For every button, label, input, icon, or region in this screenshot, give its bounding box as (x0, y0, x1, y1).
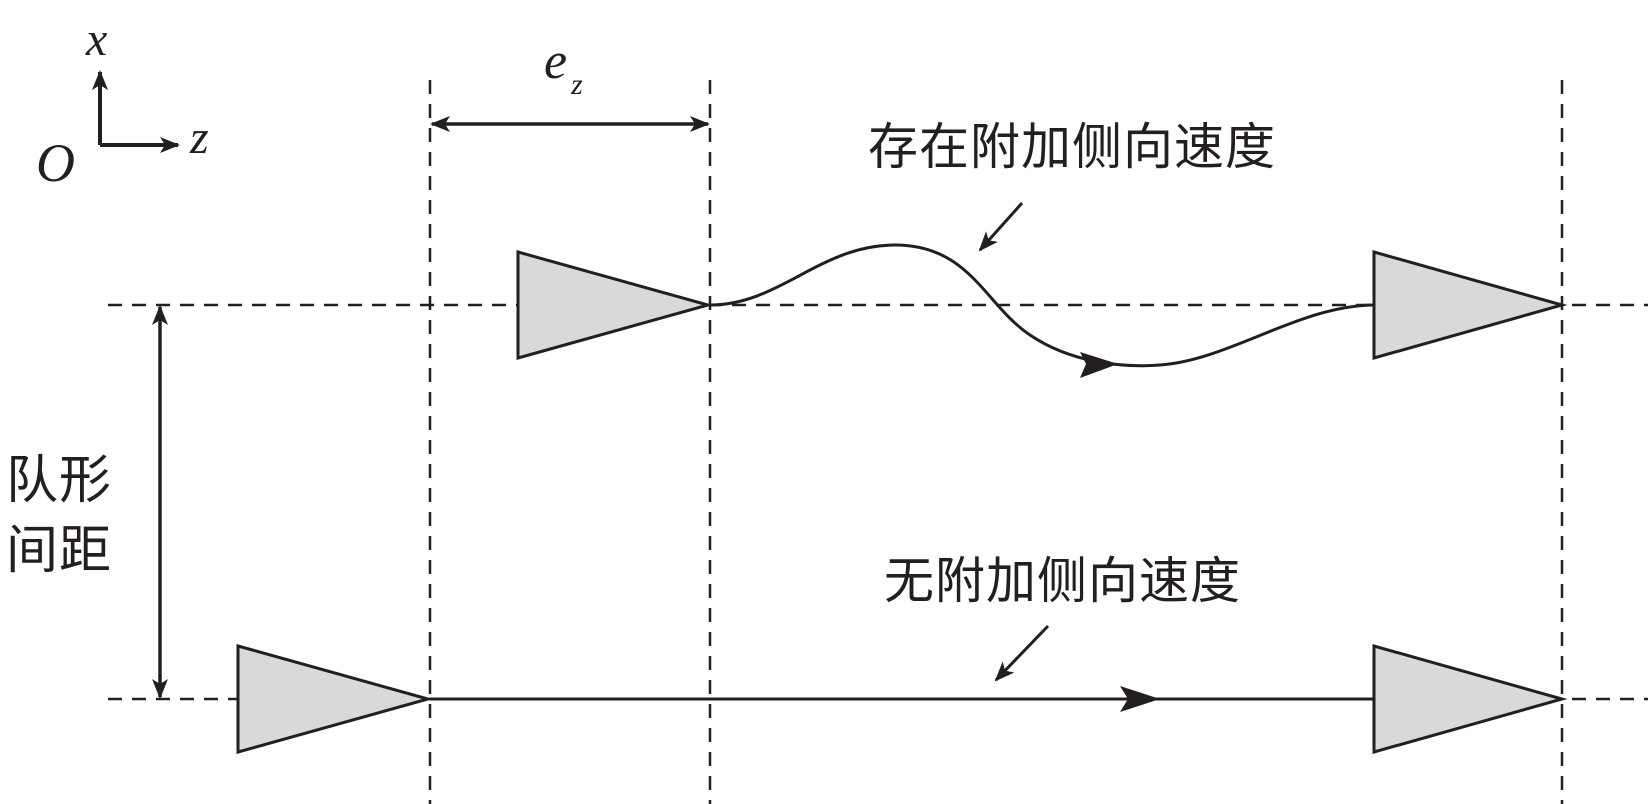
vertical-guides (428, 80, 1564, 804)
with-lateral-velocity-label: 存在附加侧向速度 (868, 118, 1276, 176)
formation-spacing-label: 队形 间距 (6, 446, 112, 586)
offset-label-subscript: z (571, 68, 583, 101)
x-axis-label: x (86, 13, 108, 66)
z-axis-label: z (190, 111, 209, 164)
horizontal-guides (108, 303, 1648, 701)
origin-label: O (36, 133, 75, 193)
without-lateral-velocity-label: 无附加侧向速度 (884, 552, 1241, 610)
formation-spacing-label-line2: 间距 (6, 521, 113, 581)
lateral-trajectory-arrowhead (1080, 352, 1118, 378)
vehicle-upper-leader-triangle (516, 250, 714, 360)
vehicle-upper-follower-triangle (1372, 250, 1568, 360)
vehicle-lower-leader-triangle (236, 644, 434, 754)
vehicles (236, 250, 1568, 754)
with-lateral-pointer-arrow (978, 202, 1024, 252)
coordinate-axes (92, 70, 180, 153)
formation-spacing-label-line1: 队形 (6, 451, 113, 511)
lateral-trajectory-curve (709, 243, 1376, 368)
without-lateral-pointer-arrow (994, 624, 1050, 682)
vehicle-lower-follower-triangle (1372, 644, 1568, 754)
offset-label-main: e (544, 33, 568, 90)
straight-trajectory-arrowhead (1120, 686, 1160, 712)
